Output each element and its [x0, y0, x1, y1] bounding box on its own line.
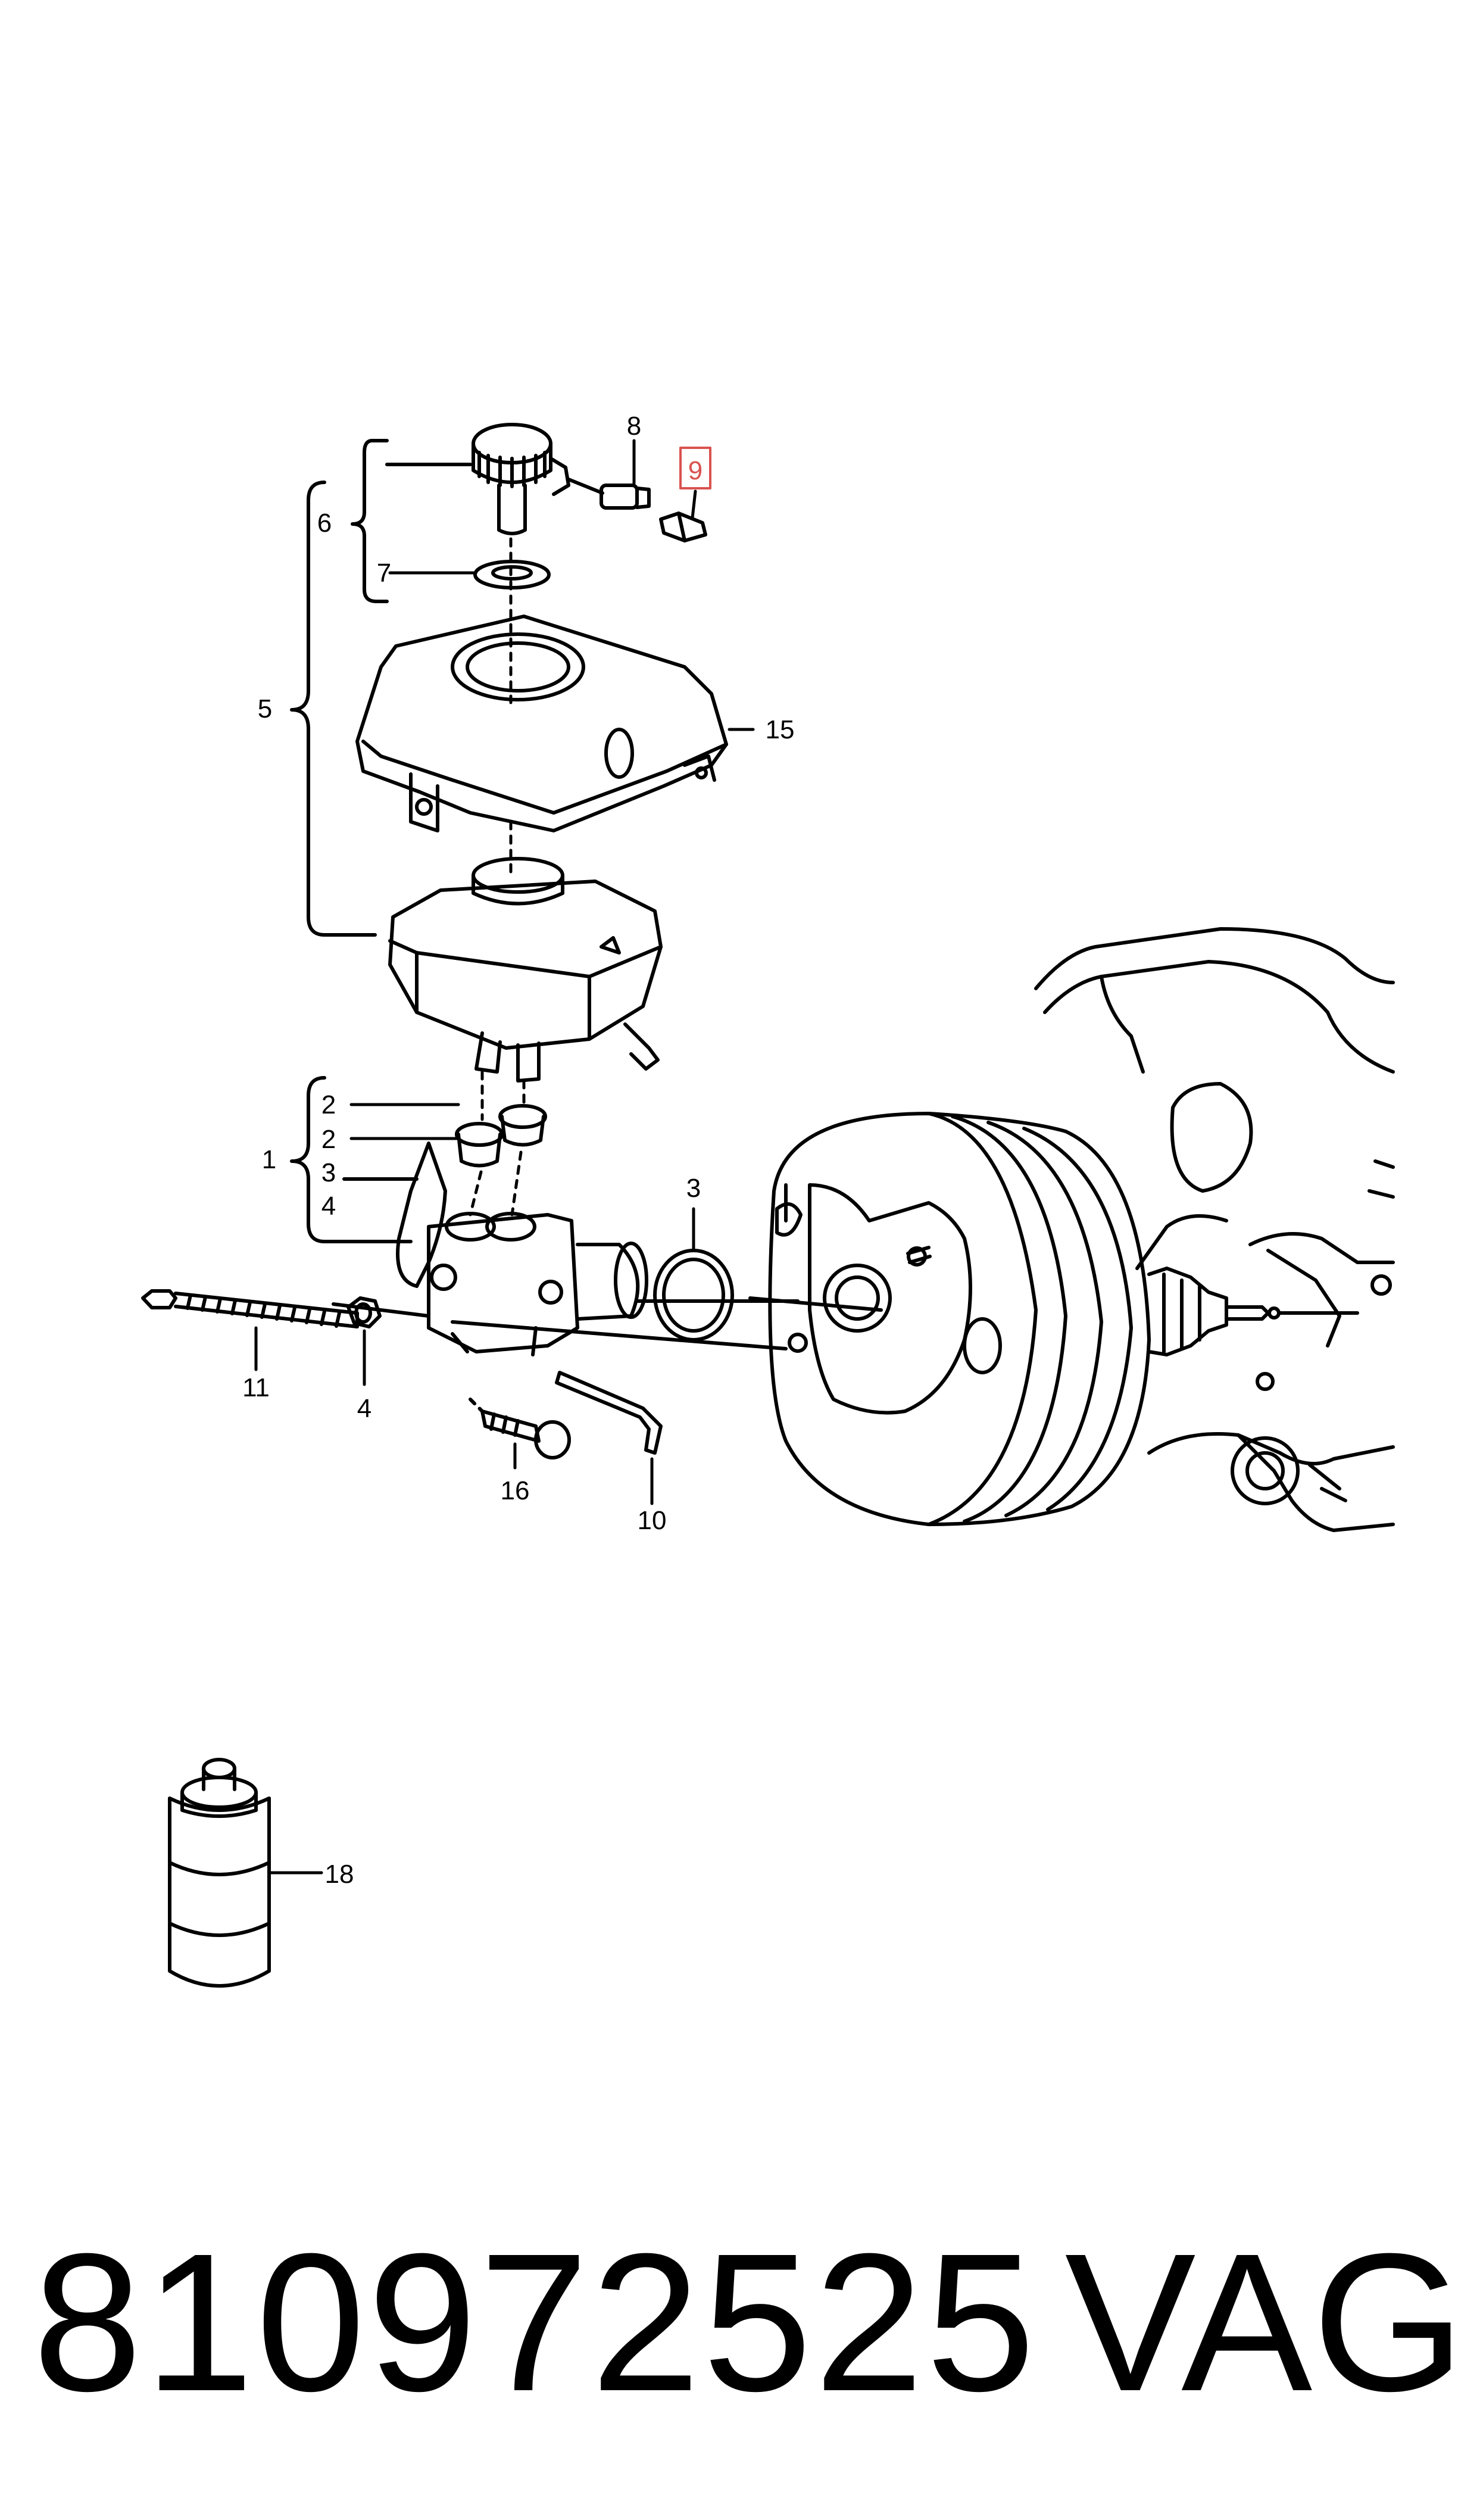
grommets: [455, 1104, 547, 1168]
master-cylinder: [332, 1142, 800, 1356]
callout-7: 7: [377, 559, 391, 588]
callout-3b: 3: [686, 1174, 701, 1203]
reservoir-cap: [472, 423, 570, 535]
callout-11: 11: [242, 1373, 270, 1402]
callout-10: 10: [638, 1506, 667, 1535]
vehicle-body-outline: [1034, 927, 1395, 1532]
nut: [346, 1296, 382, 1328]
callout-2b: 2: [321, 1125, 336, 1154]
callout-1: 1: [262, 1145, 276, 1174]
sensor-pin: [659, 512, 707, 542]
brake-fluid-reservoir: [388, 857, 663, 1083]
brake-booster: [748, 1112, 1359, 1526]
leader-lines: [254, 439, 755, 1875]
callout-9: 9: [688, 456, 703, 485]
callout-16: 16: [501, 1476, 530, 1505]
callout-4b: 4: [357, 1394, 371, 1423]
hex-key: [555, 1371, 663, 1455]
brake-fluid-bottle: [168, 1758, 271, 1988]
callout-4a: 4: [321, 1192, 336, 1221]
callout-15: 15: [766, 715, 795, 744]
footer: 810972525 VAG: [0, 2203, 1483, 2453]
callout-6: 6: [317, 509, 332, 538]
callout-8: 8: [627, 411, 641, 441]
brand-label: VAG: [1064, 2212, 1465, 2432]
long-bolt: [141, 1289, 359, 1328]
callout-18: 18: [325, 1860, 354, 1889]
callout-2a: 2: [321, 1090, 336, 1119]
screw: [469, 1398, 571, 1459]
sensor-connector: [567, 478, 651, 510]
callout-labels: 1 2 2 3 4 3 4 5 6 7 8 9 10 11 15 16 18: [242, 411, 794, 1889]
reservoir-cover: [355, 615, 728, 832]
highlight-box: [679, 447, 711, 489]
part-number: 810972525: [33, 2212, 1038, 2432]
callout-5: 5: [258, 694, 272, 723]
callout-3a: 3: [321, 1158, 336, 1187]
assembly-brackets: [290, 439, 472, 1243]
o-ring: [653, 1249, 734, 1342]
